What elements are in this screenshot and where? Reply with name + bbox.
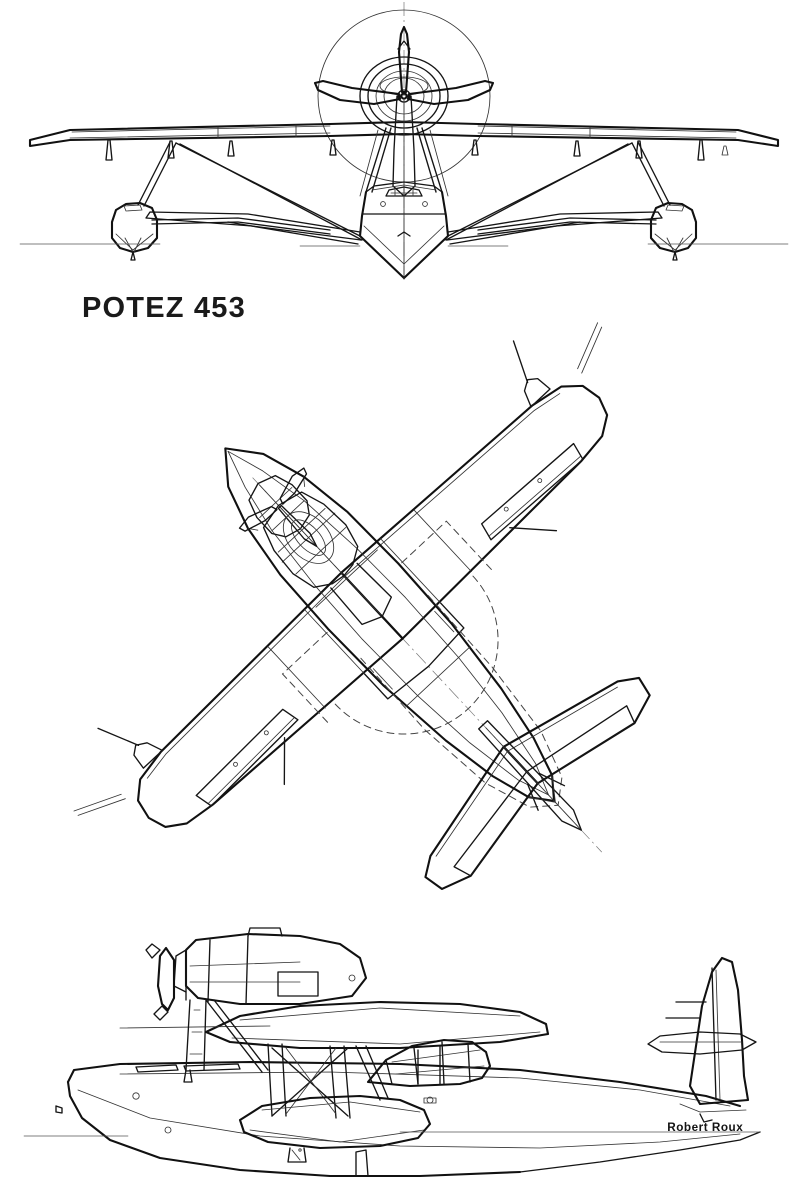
side-view [23, 927, 761, 1178]
artist-signature: Robert Roux [667, 1122, 744, 1134]
plan-view [73, 322, 651, 891]
side-view-canopy [366, 1038, 492, 1104]
front-view-port-float [19, 141, 359, 261]
plan-view-tail [424, 676, 651, 891]
front-view-powerplant [313, 25, 495, 136]
side-view-powerplant [119, 927, 368, 1083]
plan-view-wing [136, 384, 609, 828]
front-view-starboard-float [449, 141, 789, 261]
front-view [19, 2, 789, 282]
side-view-struts [267, 1043, 389, 1119]
side-view-tail [647, 956, 757, 1123]
plan-view-antenna-wires [73, 322, 603, 816]
front-view-wing [28, 120, 780, 161]
front-view-hull [358, 95, 450, 280]
side-view-wing [204, 1000, 550, 1050]
page-title: POTEZ 453 [82, 292, 246, 324]
front-view-sponsons [145, 211, 663, 241]
plan-view-powerplant [238, 467, 393, 626]
front-view-bracing-wires [175, 142, 633, 241]
plan-view-float-fairings [133, 377, 551, 769]
side-view-hull [23, 1060, 761, 1178]
plan-view-propeller-arc-icon [334, 575, 499, 735]
side-view-float [238, 1094, 432, 1163]
